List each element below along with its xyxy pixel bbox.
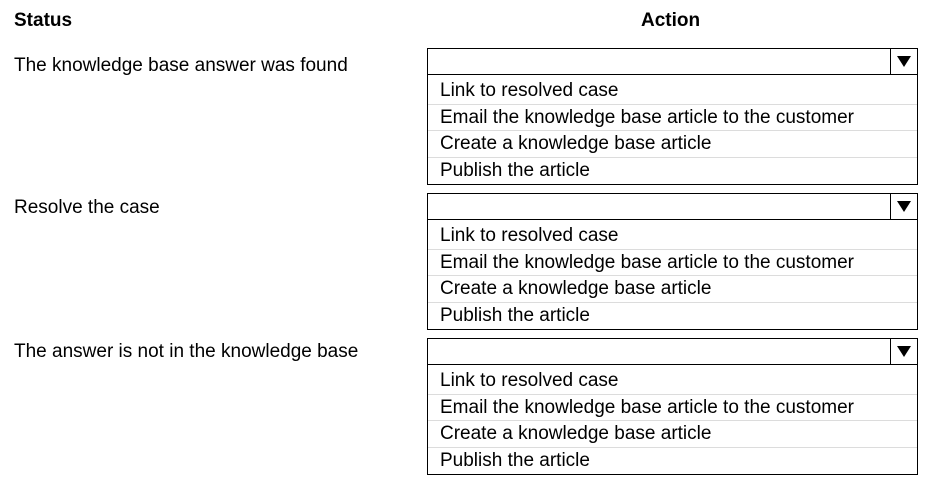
dropdown-field[interactable] <box>428 49 917 75</box>
triangle-down-icon <box>897 56 911 67</box>
option-create-article[interactable]: Create a knowledge base article <box>428 131 917 158</box>
dropdown-options-list: Link to resolved case Email the knowledg… <box>428 365 917 474</box>
option-publish-article[interactable]: Publish the article <box>440 304 590 326</box>
action-dropdown[interactable]: Link to resolved case Email the knowledg… <box>427 48 918 185</box>
dropdown-field[interactable] <box>428 339 917 365</box>
option-publish-article[interactable]: Publish the article <box>440 159 590 181</box>
dropdown-field[interactable] <box>428 194 917 220</box>
action-dropdown[interactable]: Link to resolved case Email the knowledg… <box>427 193 918 330</box>
option-publish-article[interactable]: Publish the article <box>440 449 590 471</box>
dropdown-toggle-button[interactable] <box>890 49 917 74</box>
dropdown-toggle-button[interactable] <box>890 339 917 364</box>
triangle-down-icon <box>897 346 911 357</box>
option-email-article[interactable]: Email the knowledge base article to the … <box>428 395 917 421</box>
option-link-to-resolved-case[interactable]: Link to resolved case <box>428 223 917 250</box>
option-link-to-resolved-case[interactable]: Link to resolved case <box>428 368 917 395</box>
option-email-article[interactable]: Email the knowledge base article to the … <box>428 105 917 131</box>
dropdown-options-list: Link to resolved case Email the knowledg… <box>428 220 917 329</box>
option-link-to-resolved-case[interactable]: Link to resolved case <box>428 78 917 105</box>
header-status: Status <box>14 10 73 31</box>
dropdown-options-list: Link to resolved case Email the knowledg… <box>428 75 917 184</box>
status-label: Resolve the case <box>14 197 160 218</box>
option-create-article[interactable]: Create a knowledge base article <box>428 276 917 303</box>
triangle-down-icon <box>897 201 911 212</box>
action-dropdown[interactable]: Link to resolved case Email the knowledg… <box>427 338 918 475</box>
option-email-article[interactable]: Email the knowledge base article to the … <box>428 250 917 276</box>
status-label: The knowledge base answer was found <box>14 55 348 76</box>
option-create-article[interactable]: Create a knowledge base article <box>428 421 917 448</box>
header-action: Action <box>641 10 701 31</box>
dropdown-toggle-button[interactable] <box>890 194 917 219</box>
status-label: The answer is not in the knowledge base <box>14 341 359 362</box>
